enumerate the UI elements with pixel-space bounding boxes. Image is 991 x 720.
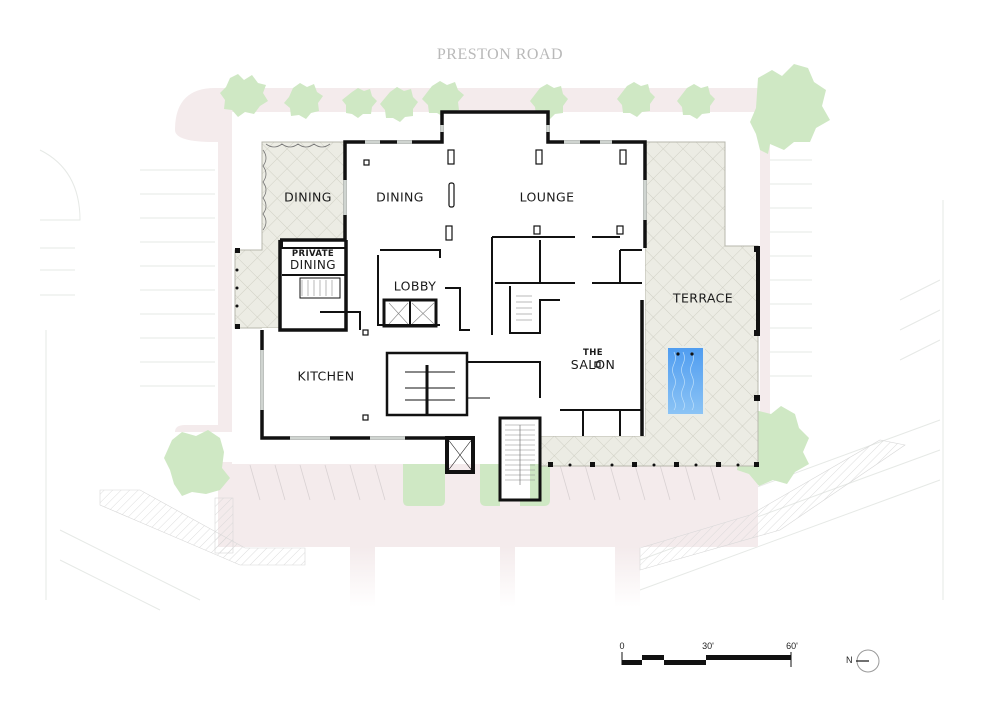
interior-walls bbox=[281, 236, 642, 502]
scale-tick-0: 0 bbox=[619, 641, 625, 651]
room-label-lounge: LOUNGE bbox=[519, 189, 575, 205]
building-footprint bbox=[262, 112, 645, 500]
scale-tick-60: 60' bbox=[786, 641, 798, 651]
private-dining-line1: PRIVATE bbox=[291, 249, 335, 260]
room-label-dining-west: DINING bbox=[284, 189, 332, 205]
private-dining-line2: DINING bbox=[290, 258, 336, 273]
ramps bbox=[99, 439, 906, 571]
north-arrow-label: N bbox=[846, 655, 853, 665]
scale-tick-30: 30' bbox=[702, 641, 714, 651]
north-arrow bbox=[856, 649, 880, 673]
pool bbox=[666, 346, 705, 416]
room-label-terrace: TERRACE bbox=[672, 290, 734, 306]
room-label-private-dining: PRIVATE DINING bbox=[290, 250, 336, 272]
scale-bar bbox=[621, 652, 792, 667]
room-label-the-salon: THE SALON bbox=[571, 349, 615, 371]
street-label-preston-road: PRESTON ROAD bbox=[436, 46, 564, 63]
room-label-dining-main: DINING bbox=[376, 189, 424, 205]
room-label-lobby: LOBBY bbox=[393, 278, 437, 294]
salon-line2: SALON bbox=[570, 356, 616, 372]
site-context-lines bbox=[39, 149, 944, 611]
salon-line1: THE bbox=[583, 347, 603, 358]
room-label-kitchen: KITCHEN bbox=[297, 368, 355, 384]
